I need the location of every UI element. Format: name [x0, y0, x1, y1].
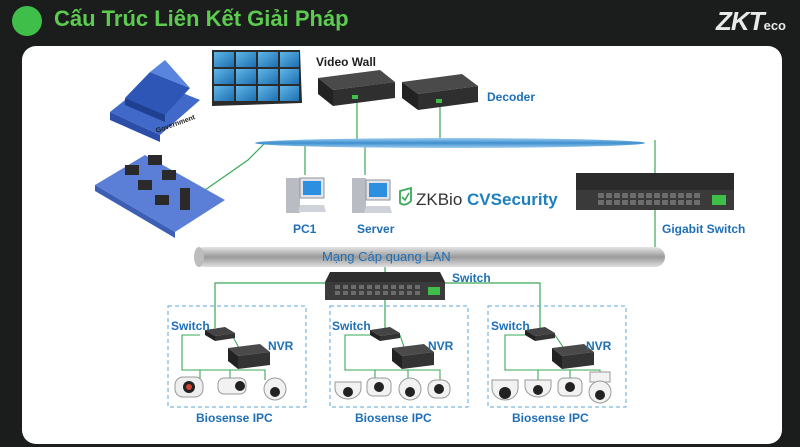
network-links: [204, 100, 656, 330]
group3-ipc-label: Biosense IPC: [512, 411, 589, 425]
page-title: Cấu Trúc Liên Kết Giải Pháp: [54, 6, 349, 31]
group3-nvr-icon: [552, 344, 594, 369]
group1-camera1-icon: [174, 376, 204, 398]
pc1-computer-icon: [286, 177, 326, 213]
group2-camera4-icon: [427, 379, 451, 399]
government-building-icon: [110, 60, 200, 142]
group3-camera4-icon: [588, 371, 612, 404]
group3-camera1-icon: [491, 379, 519, 401]
cvsecurity-text: CVSecurity: [467, 190, 558, 209]
group2-nvr-label: NVR: [428, 339, 454, 353]
group3-switch-icon: [525, 327, 555, 341]
zkbio-shield-icon: [399, 186, 412, 206]
lan-label: Mạng Cáp quang LAN: [322, 249, 451, 264]
header: Cấu Trúc Liên Kết Giải Pháp ZKTeco: [0, 0, 800, 46]
video-wall-label: Video Wall: [316, 55, 377, 69]
camera-group-boxes: [167, 305, 627, 408]
group2-camera3-icon: [398, 377, 422, 401]
office-workstations-icon: [95, 155, 225, 238]
group3-nvr-label: NVR: [586, 339, 612, 353]
group1-switch-icon: [205, 327, 235, 341]
pc1-label: PC1: [293, 222, 317, 236]
brand-main: ZKT: [716, 6, 765, 36]
group2-switch-label: Switch: [332, 319, 371, 333]
gigabit-switch-icon: [576, 173, 734, 210]
zkteco-logo: ZKTeco: [716, 6, 786, 37]
group2-switch-icon: [370, 327, 400, 341]
zkbio-cvsecurity-logo: ZKBio CVSecurity: [416, 190, 558, 210]
group2-camera1-icon: [334, 381, 362, 400]
video-wall-controller-icon: [318, 70, 395, 106]
backbone-pipe: [255, 138, 645, 148]
main-switch-label: Switch: [452, 271, 491, 285]
group2-nvr-icon: [392, 344, 434, 369]
decoder-icon: [402, 74, 478, 110]
server-computer-icon: [352, 178, 392, 213]
server-label: Server: [357, 222, 395, 236]
group1-camera2-icon: [217, 377, 247, 395]
group1-camera3-icon: [263, 377, 287, 401]
green-circle-logo-icon: [12, 6, 42, 36]
group3-camera2-icon: [524, 379, 552, 398]
lan-pipe: [194, 247, 665, 267]
brand-suffix: eco: [763, 18, 786, 33]
group1-nvr-label: NVR: [268, 339, 294, 353]
group1-nvr-icon: [228, 344, 270, 369]
group1-switch-label: Switch: [171, 319, 210, 333]
group2-camera2-icon: [366, 377, 392, 397]
decoder-label: Decoder: [487, 90, 536, 104]
group1-ipc-label: Biosense IPC: [196, 411, 273, 425]
group2-ipc-label: Biosense IPC: [355, 411, 432, 425]
gigabit-switch-label: Gigabit Switch: [662, 222, 746, 236]
video-wall-icon: [212, 50, 302, 106]
zkbio-text: ZKBio: [416, 190, 468, 209]
main-switch-icon: [325, 272, 445, 300]
group3-camera3-icon: [557, 377, 583, 397]
group3-switch-label: Switch: [491, 319, 530, 333]
